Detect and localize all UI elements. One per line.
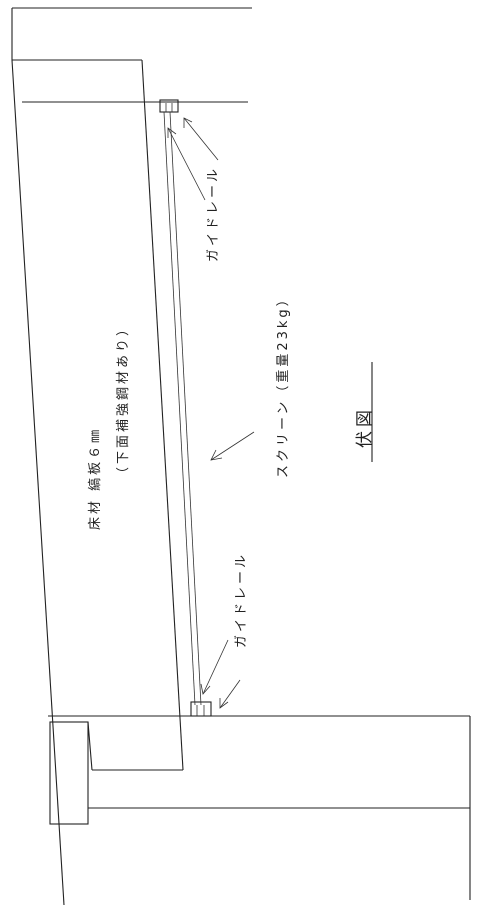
floor-material-label: 床材 縞板６㎜ <box>88 426 103 530</box>
leader-top-rail-1 <box>167 127 206 201</box>
base-block <box>49 721 89 825</box>
arrowhead-screen <box>210 449 223 461</box>
floor-note-label: （下面補強鋼材あり） <box>116 319 131 480</box>
guide-rail-top-label: ガイドレール <box>206 165 221 262</box>
leader-bottom-rail-1 <box>202 639 229 695</box>
slanted-edge <box>11 59 65 906</box>
screen-line-b <box>169 111 202 706</box>
leader-screen <box>210 431 255 461</box>
guide-rail-top-bracket <box>159 99 179 113</box>
screen-label: スクリーン（重量23kg） <box>276 290 291 478</box>
screen-line-a <box>163 111 196 706</box>
arrowhead-top-rail-1 <box>167 127 177 138</box>
arrowhead-top-rail-2 <box>183 117 193 128</box>
base-block-edge <box>87 721 93 771</box>
guide-rail-bottom-label: ガイドレール <box>234 551 249 648</box>
leader-top-rail-2 <box>183 117 219 161</box>
floor-plate-right <box>141 59 184 771</box>
leader-bottom-rail-2 <box>219 679 241 709</box>
arrowhead-bottom-rail-2 <box>219 698 229 709</box>
view-title: 伏図 <box>355 406 375 448</box>
arrowhead-bottom-rail-1 <box>200 683 211 695</box>
